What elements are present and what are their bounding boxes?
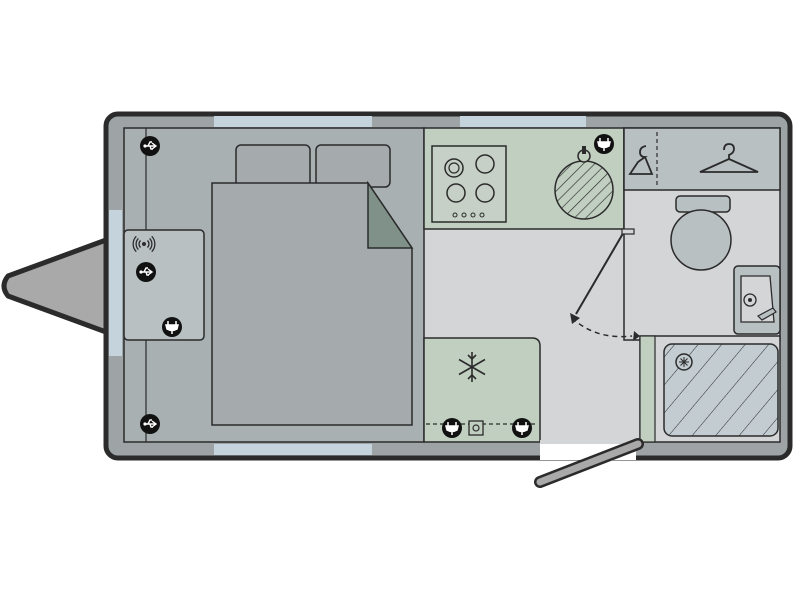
washroom-door-leaf — [575, 229, 626, 315]
door-swing-arrow-end — [633, 331, 640, 341]
sockets — [132, 134, 614, 438]
plug-icon — [594, 134, 614, 154]
fridge-unit — [423, 337, 541, 443]
pillow-left — [235, 144, 311, 188]
hob-icon — [431, 145, 507, 223]
usb-icon — [136, 262, 156, 282]
usb-icon — [140, 414, 160, 434]
shower-icon — [663, 343, 779, 437]
washroom-door-jamb — [621, 228, 635, 235]
hanger-icon — [628, 145, 654, 175]
window-front — [109, 210, 122, 356]
wireless-icon — [132, 235, 156, 253]
bedside-cabinet — [123, 229, 205, 341]
wardrobe — [623, 127, 781, 191]
plug-icon — [162, 317, 182, 337]
washbasin-icon — [733, 265, 781, 335]
pillow-right — [315, 144, 391, 188]
toilet-icon — [670, 195, 732, 271]
snowflake-icon — [458, 352, 486, 382]
window-bedroom-bottom — [214, 444, 372, 455]
usb-icon — [140, 136, 160, 156]
entrance-door-fill — [536, 440, 642, 486]
washroom-door-swing — [571, 317, 633, 338]
door-swing-arrow — [570, 313, 580, 324]
bed — [211, 182, 413, 426]
window-kitchen-top — [460, 116, 586, 127]
shower-screen — [639, 335, 656, 443]
tv-socket-icon — [468, 420, 484, 436]
hanger-icon — [699, 143, 759, 173]
plug-icon — [442, 418, 462, 438]
bed-fold — [367, 180, 414, 249]
drawbar — [1, 237, 109, 335]
plug-icon — [512, 418, 532, 438]
sink-icon — [554, 146, 614, 220]
window-bedroom-top — [214, 116, 372, 127]
